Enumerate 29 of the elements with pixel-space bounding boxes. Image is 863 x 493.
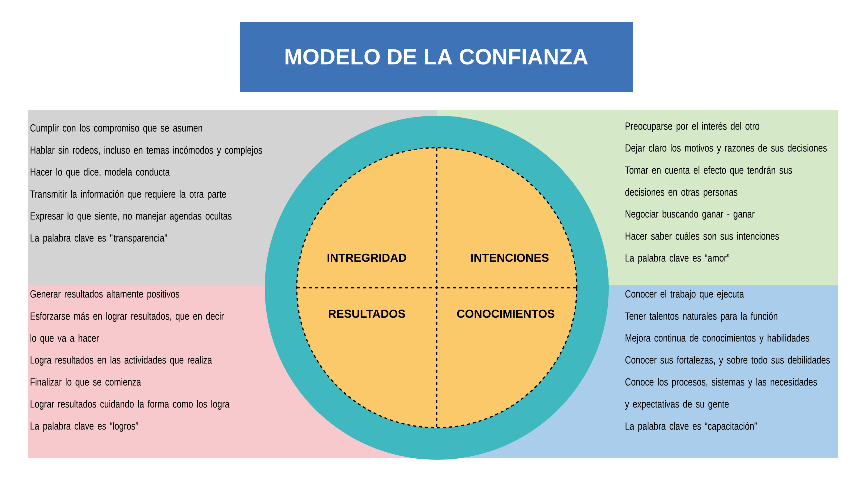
list-item: Mejora continua de conocimientos y habilidades bbox=[626, 334, 810, 344]
list-item: Conocer sus fortalezas, y sobre todo sus debilidades bbox=[626, 356, 830, 366]
quadrant-label: INTENCIONES bbox=[471, 254, 549, 262]
list-item: Conocer el trabajo que ejecuta bbox=[626, 290, 744, 300]
title-banner: MODELO DE LA CONFIANZA bbox=[240, 22, 633, 92]
quadrant-label: RESULTADOS bbox=[329, 310, 406, 318]
list-item: Finalizar lo que se comienza bbox=[30, 378, 142, 388]
list-item: Hablar sin rodeos, incluso en temas incómodos y complejos bbox=[30, 146, 262, 156]
list-item: Conoce los procesos, sistemas y las necesidades y expectativas de su gente bbox=[625, 378, 818, 410]
quadrant-label: CONOCIMIENTOS bbox=[457, 310, 555, 318]
list-item: Logra resultados en las actividades que realiza bbox=[30, 356, 212, 366]
list-item: La palabra clave es “amor” bbox=[626, 254, 730, 264]
list-item: La palabra clave es "transparencia" bbox=[30, 234, 168, 244]
list-item: Transmitir la información que requiere la otra parte bbox=[30, 190, 226, 200]
list-item: Negociar buscando ganar - ganar bbox=[626, 210, 755, 220]
list-item: Tomar en cuenta el efecto que tendrán sus decisiones en otras personas bbox=[625, 166, 792, 198]
list-item: Generar resultados altamente positivos bbox=[30, 290, 180, 300]
list-item: Hacer saber cuáles son sus intenciones bbox=[626, 232, 780, 240]
list-item: Cumplir con los compromiso que se asumen bbox=[30, 124, 202, 134]
list-item: Expresar lo que siente, no manejar agendas ocultas bbox=[30, 212, 232, 222]
list-item: Dejar claro los motivos y razones de sus decisiones bbox=[626, 144, 827, 154]
list-item: Tener talentos naturales para la función bbox=[625, 312, 778, 322]
list-item: Lograr resultados cuidando la forma como los logra bbox=[30, 400, 230, 410]
list-item: Esforzarse más en lograr resultados, que en decir lo que va a hacer bbox=[30, 312, 224, 344]
list-item: La palabra clave es “capacitación” bbox=[626, 422, 757, 432]
list-item: La palabra clave es “logros” bbox=[30, 422, 138, 432]
list-item: Preocuparse por el interés del otro bbox=[626, 122, 760, 132]
quadrant-label: INTREGRIDAD bbox=[328, 254, 406, 262]
list-item: Hacer lo que dice, modela conducta bbox=[30, 168, 170, 178]
